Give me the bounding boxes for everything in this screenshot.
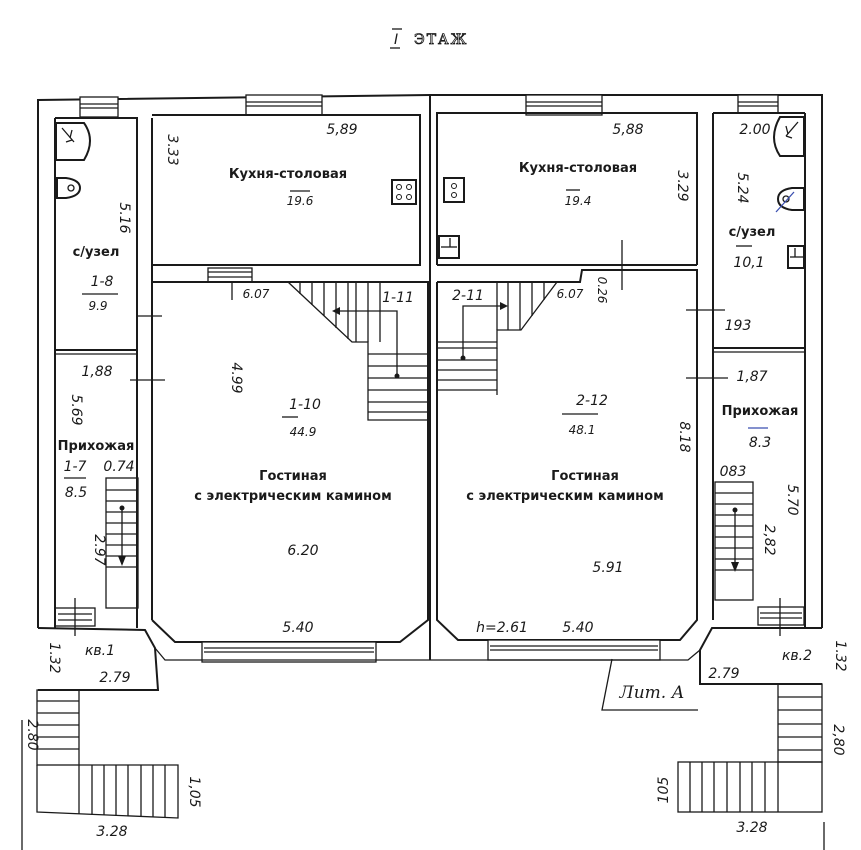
living1-length: 6.20 [287,543,318,559]
living2-wall [436,269,698,641]
room-living-2: 2-11 6.07 0.26 2-12 48.1 8.18 Гостиная с… [436,269,698,661]
bathroom1-number: 1-8 [91,274,114,290]
window-kitchen1 [245,94,323,116]
living1-depth: 4.99 [228,362,244,393]
kitchen1-area: 19.6 [287,194,314,208]
porch2-width: 2.79 [708,666,739,682]
living1-name-line1: Гостиная [259,469,327,484]
living2-number: 2-12 [576,393,608,409]
living1-width: 5.40 [282,620,313,636]
porch1-stair-width: 3.28 [96,824,127,840]
bathroom2-length: 5.24 [734,172,750,203]
door-ticks-2 [686,309,728,379]
room-bathroom-2: 2.00 5.24 с/узел 10,1 193 [713,112,805,353]
kitchen1-width: 5,89 [326,122,357,138]
porch1-stair-depth: 1,05 [186,776,202,807]
bathroom2-width: 2.00 [739,122,770,138]
unit-1: 5.16 с/узел 1-8 9.9 1,88 5.69 Прихожая 1… [21,114,430,850]
living1-stair-offset: 6.07 [243,287,270,301]
porch-1: кв.1 1.32 2.79 2.80 3.28 1,05 [21,627,430,850]
bathroom1-wall [55,117,138,628]
kitchen1-name: Кухня-столовая [229,167,347,182]
living1-wall [151,281,429,643]
room-bathroom-1: 5.16 с/узел 1-8 9.9 [55,117,138,628]
living1-name-line2: с электрическим камином [194,489,391,504]
stair-1-11: 1-11 [287,281,428,421]
living1-number: 1-10 [289,397,321,413]
kitchen2-width: 5,88 [612,122,643,138]
bathroom2-extra: 193 [725,318,752,334]
hallway2-width: 1,87 [736,369,767,385]
kitchen2-depth: 3.29 [674,170,690,201]
floor-title: I ЭТАЖ [390,28,468,49]
stove-icon [443,177,465,203]
living2-stair-offset: 6.07 [557,287,584,301]
room-hallway-2: 1,87 Прихожая 8.3 083 5.70 2,82 [714,369,805,636]
room-hallway-1: 1,88 5.69 Прихожая 1-7 8.5 0.74 2.97 [54,364,139,636]
sink-icon [787,245,805,269]
hallway1-width: 1,88 [81,364,112,380]
porch2-name: кв.2 [782,648,812,664]
hallway1-stair-length: 2.97 [91,534,107,565]
bathroom1-length: 5.16 [116,202,132,233]
living2-depth: 8.18 [676,421,692,452]
litera-text: Лит. А [619,683,685,703]
hallway1-stair-width: 0.74 [103,459,134,475]
kitchen2-wall [436,112,698,265]
room-kitchen-1: 3.33 5,89 Кухня-столовая 19.6 [152,114,421,266]
hallway2-area: 8.3 [749,435,771,451]
hallway1-name: Прихожая [58,439,135,454]
porch2-stair-run: 2,80 [830,724,846,755]
room-living-1: 6.07 4.99 1-10 44.9 Гостиная с электриче… [151,267,429,663]
living2-length: 5.91 [592,560,623,576]
unit-2: 5,88 Кухня-столовая 19.4 3.29 2-11 6.07 … [430,112,848,850]
sink-icon [438,235,460,259]
kitchen2-area: 19.4 [565,194,592,208]
room-kitchen-2: 5,88 Кухня-столовая 19.4 3.29 [436,112,698,290]
bathroom1-area: 9.9 [88,299,107,313]
hallway2-name: Прихожая [722,404,799,419]
stair-2-11 [437,281,558,395]
hallway2-stair [714,481,754,601]
hallway2-length: 5.70 [784,484,800,515]
stove-icon [391,179,417,205]
living2-area: 48.1 [569,423,596,437]
floor-word: ЭТАЖ [414,32,468,48]
litera-label: Лит. А [601,658,698,711]
porch1-stair-run: 2.80 [24,719,40,750]
hallway1-length: 5.69 [68,394,84,425]
porch2-stair-width: 3.28 [736,820,767,836]
toilet-icon [776,187,805,211]
kitchen1-wall [152,114,421,266]
kitchen1-depth: 3.33 [164,134,180,165]
hallway2-stair-width: 083 [720,464,747,480]
hallway1-area: 8.5 [65,485,87,501]
bathroom2-area: 10,1 [733,255,764,271]
stair-2-11-number: 2-11 [452,288,484,304]
living2-width: 5.40 [562,620,593,636]
porch2-stair-depth: 105 [656,777,672,804]
bathroom2-name: с/узел [729,225,776,240]
porch1-width: 2.79 [99,670,130,686]
hallway2-stair-length: 2,82 [761,524,777,555]
porch1-depth: 1.32 [46,642,62,673]
living2-name-line1: Гостиная [551,469,619,484]
bathroom1-name: с/узел [73,245,120,260]
porch2-depth: 1.32 [832,640,848,671]
stair-1-11-number: 1-11 [382,290,414,306]
hallway1-stair [105,477,139,609]
porch1-name: кв.1 [85,643,115,659]
hallway1-number: 1-7 [64,459,87,475]
living2-step-offset: 0.26 [595,277,609,304]
door-ticks-1 [130,315,165,381]
kitchen2-name: Кухня-столовая [519,161,637,176]
living1-area: 44.9 [290,425,317,439]
window-kitchen2 [525,94,603,116]
ceiling-height: h=2.61 [476,620,528,636]
living2-name-line2: с электрическим камином [466,489,663,504]
porch-2: кв.2 1.32 2.79 2,80 3.28 105 [430,627,848,850]
window-bath1 [79,96,119,118]
window-bath2 [737,94,779,114]
floor-numeral: I [394,32,398,48]
